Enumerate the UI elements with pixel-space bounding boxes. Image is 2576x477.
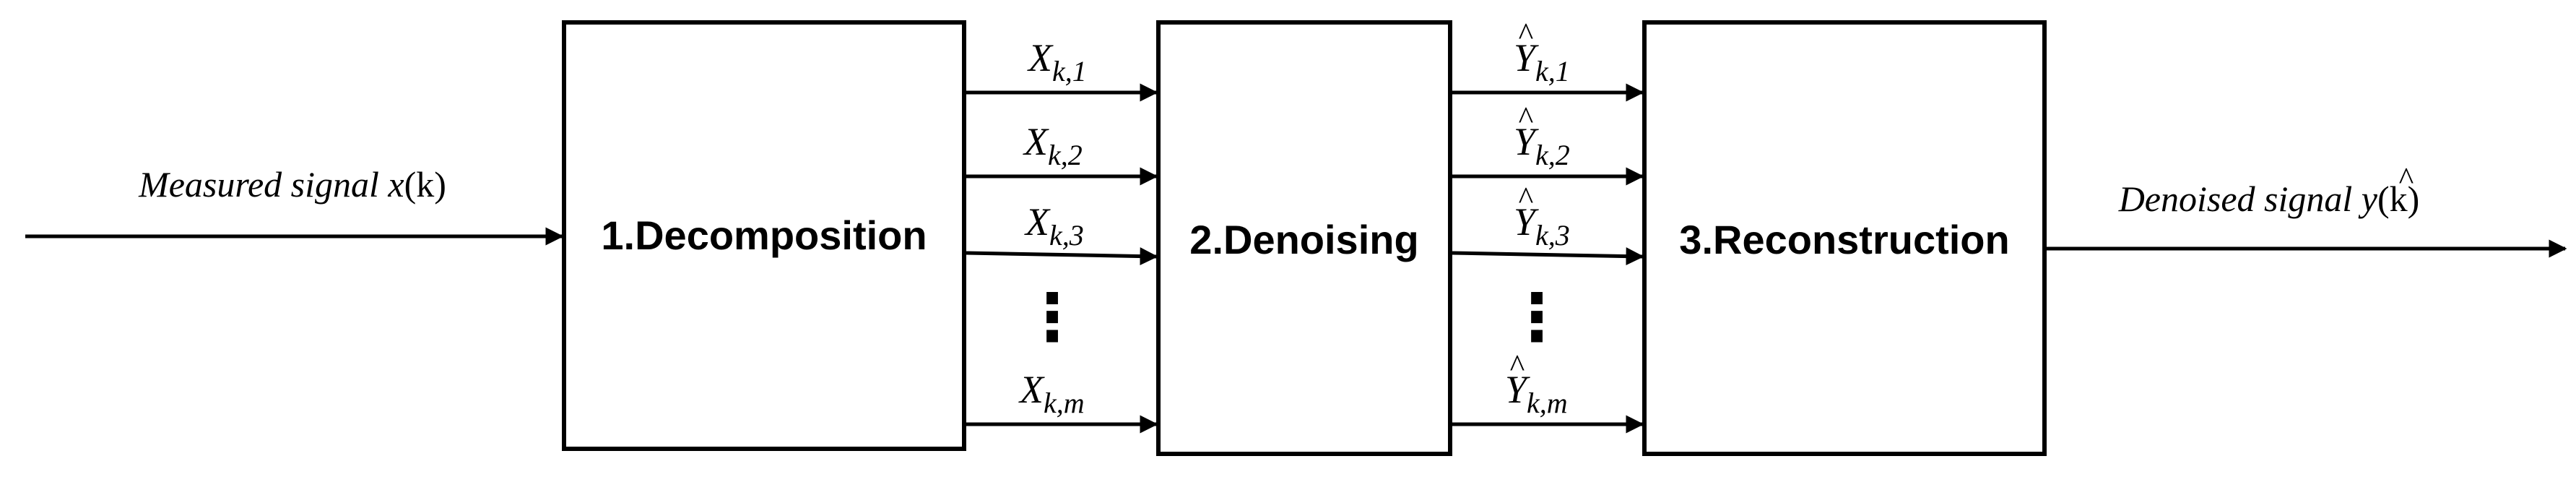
- x-ellipsis: ⋮: [1020, 280, 1085, 356]
- decomposition-label: 1.Decomposition: [601, 212, 927, 258]
- input-signal: Measured signal x(k): [25, 164, 564, 246]
- x-label-1: Xk,1: [1027, 36, 1087, 87]
- y-hat-2: ^: [1519, 100, 1534, 136]
- output-hat-mark: ^: [2399, 161, 2414, 197]
- y-label-1: Yk,1: [1514, 36, 1570, 87]
- y-label-m: Yk,m: [1505, 368, 1568, 419]
- y-label-2: Yk,2: [1514, 120, 1570, 171]
- denoising-label: 2.Denoising: [1189, 217, 1418, 262]
- y-arrow-3: [1452, 247, 1644, 266]
- x-components: Xk,1 Xk,2 Xk,3 ⋮ Xk,m: [966, 36, 1158, 434]
- decomposition-block: 1.Decomposition: [562, 20, 966, 451]
- x-label-m: Xk,m: [1018, 368, 1085, 419]
- y-label-3: Yk,3: [1514, 200, 1570, 252]
- input-signal-label: Measured signal x(k): [138, 164, 446, 205]
- x-label-3: Xk,3: [1024, 200, 1084, 252]
- output-signal-label: Denoised signal y(k): [2118, 179, 2420, 219]
- reconstruction-block: 3.Reconstruction: [1642, 20, 2047, 456]
- x-arrow-3: [966, 247, 1158, 266]
- y-hat-3: ^: [1519, 181, 1534, 216]
- y-hat-m: ^: [1510, 348, 1525, 384]
- reconstruction-label: 3.Reconstruction: [1679, 217, 2009, 262]
- y-hat-1: ^: [1519, 17, 1534, 52]
- denoising-block: 2.Denoising: [1156, 20, 1452, 456]
- y-ellipsis: ⋮: [1504, 280, 1569, 356]
- y-components: ^ Yk,1 ^ Yk,2 ^ Yk,3 ⋮ ^ Yk,m: [1452, 17, 1644, 434]
- x-label-2: Xk,2: [1023, 120, 1083, 171]
- output-signal: Denoised signal y(k) ^: [2047, 161, 2567, 258]
